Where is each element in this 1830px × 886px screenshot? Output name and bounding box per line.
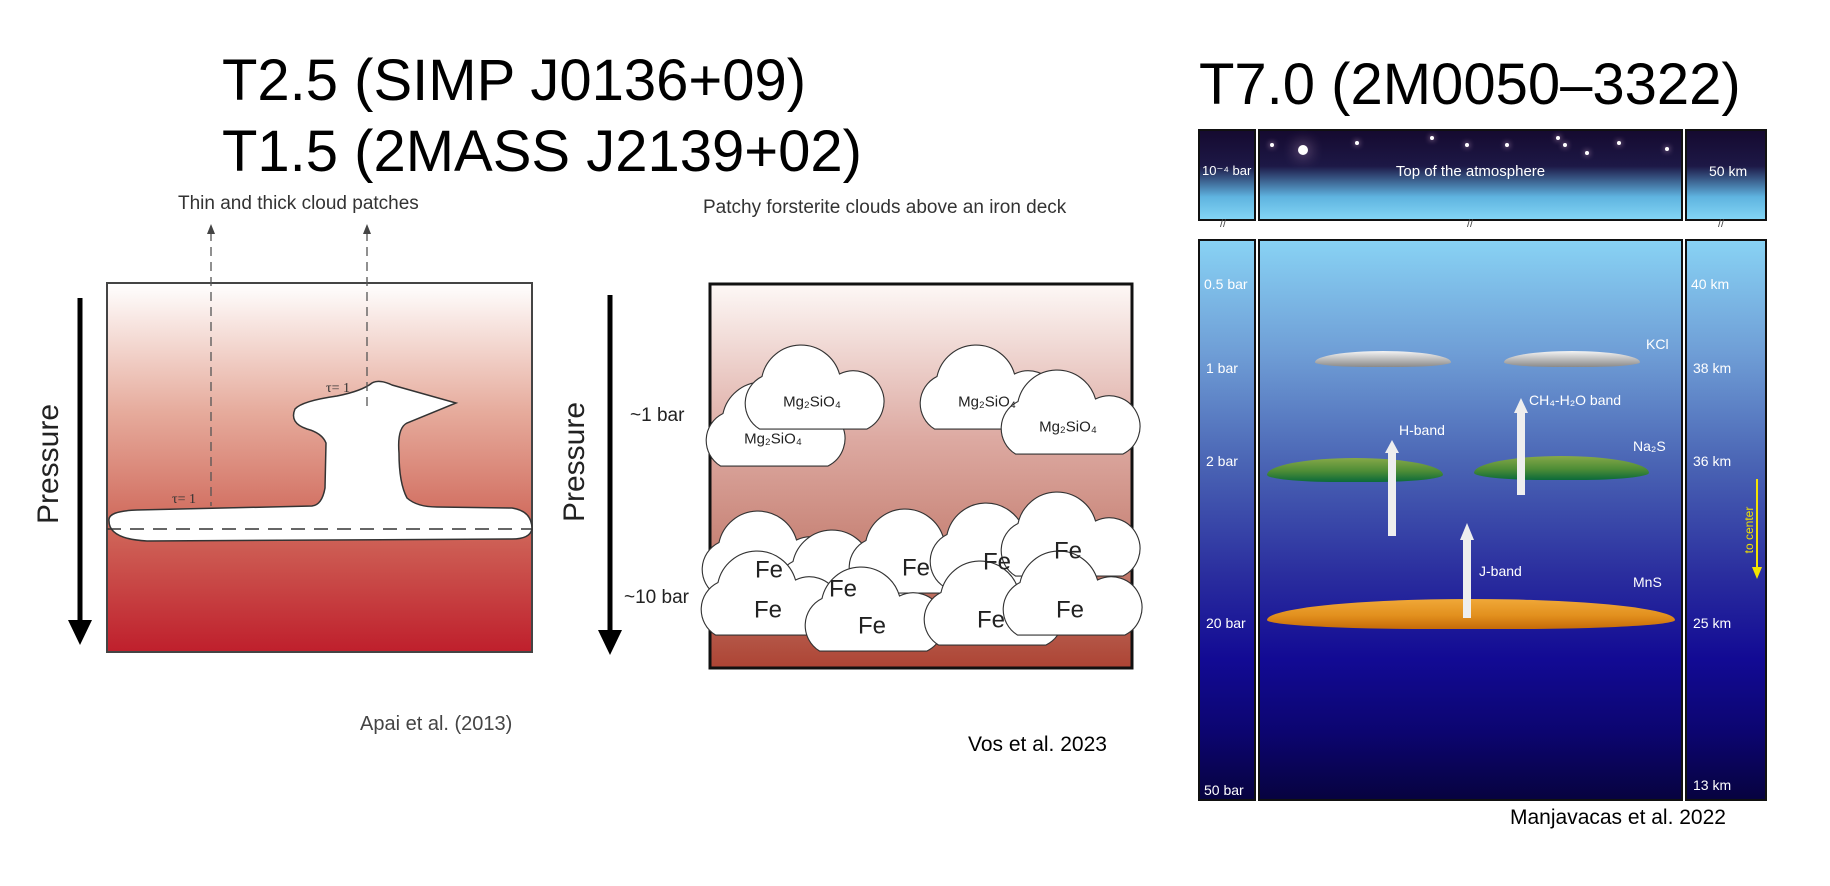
tick-10bar: ~10 bar	[624, 587, 689, 608]
pressure-arrow	[68, 298, 92, 645]
star-icon	[1465, 143, 1469, 147]
altitude-tick: 40 km	[1691, 276, 1730, 292]
star-icon	[1556, 136, 1560, 140]
apai-atmosphere-box	[106, 282, 533, 653]
top-pressure-label: 10⁻⁴ bar	[1202, 163, 1252, 178]
iron-cloud	[1002, 550, 1143, 636]
star-icon	[1585, 151, 1589, 155]
top-atmosphere-panel: Top of the atmosphere	[1258, 129, 1683, 221]
forsterite-cloud	[1000, 369, 1141, 455]
iron-label: Fe	[858, 613, 886, 640]
na2s-label: Na₂S	[1633, 438, 1666, 454]
j-band-label: J-band	[1479, 563, 1522, 579]
h-band-label: H-band	[1399, 422, 1445, 438]
kcl-cloud	[1315, 351, 1451, 367]
iron-label: Fe	[983, 549, 1011, 576]
cloud-patch-shape	[107, 380, 533, 542]
axis-break-middle: //	[1467, 218, 1474, 230]
title-2m0050: T7.0 (2M0050–3322)	[1199, 52, 1741, 117]
axis-break-right: //	[1718, 218, 1725, 230]
star-icon	[1563, 143, 1567, 147]
title-simp: T2.5 (SIMP J0136+09)	[222, 48, 807, 113]
cloud-layers-panel: KCl Na₂S MnS H-band CH₄-H₂O band J-band	[1258, 239, 1683, 801]
apai-diagram: τ= 1 τ= 1	[68, 224, 533, 653]
altitude-tick: 38 km	[1693, 360, 1732, 376]
top-altitude-label: 50 km	[1709, 163, 1748, 179]
star-icon	[1355, 141, 1359, 145]
title-2mass: T1.5 (2MASS J2139+02)	[222, 119, 862, 184]
to-center-arrow	[1752, 479, 1762, 579]
altitude-tick: 25 km	[1693, 615, 1732, 631]
altitude-tick: 36 km	[1693, 453, 1732, 469]
vos-reference: Vos et al. 2023	[968, 733, 1107, 756]
iron-label: Fe	[1056, 597, 1084, 624]
iron-label: Fe	[829, 576, 857, 603]
star-icon	[1665, 147, 1669, 151]
iron-label: Fe	[1054, 538, 1082, 565]
h-band-arrow	[1385, 440, 1399, 536]
tau-label-thick: τ= 1	[326, 381, 350, 396]
forsterite-cloud	[744, 344, 885, 430]
apai-caption: Thin and thick cloud patches	[178, 193, 419, 214]
forsterite-label: Mg₂SiO₄	[783, 394, 841, 411]
apai-reference: Apai et al. (2013)	[360, 713, 513, 735]
j-band-arrow	[1460, 523, 1474, 618]
pressure-tick: 0.5 bar	[1204, 276, 1248, 292]
forsterite-label: Mg₂SiO₄	[1039, 419, 1097, 436]
altitude-tick: 13 km	[1693, 777, 1732, 793]
tick-1bar: ~1 bar	[630, 405, 685, 426]
forsterite-label: Mg₂SiO₄	[958, 394, 1016, 411]
altitude-column: 40 km 38 km 36 km 25 km 13 km to center	[1685, 239, 1767, 801]
top-of-atmosphere-label: Top of the atmosphere	[1395, 163, 1546, 180]
iron-label: Fe	[977, 607, 1005, 634]
band-arrows	[1385, 398, 1528, 618]
pressure-column: 0.5 bar 1 bar 2 bar 20 bar 50 bar	[1198, 239, 1256, 801]
mns-label: MnS	[1633, 574, 1662, 590]
tau-label-thin: τ= 1	[172, 492, 196, 507]
pressure-arrow	[598, 295, 622, 655]
dashed-sightline-thick	[363, 224, 371, 408]
star-icon	[1270, 143, 1274, 147]
kcl-cloud	[1504, 351, 1640, 367]
cloud-shapes-layer	[700, 344, 1143, 652]
forsterite-label: Mg₂SiO₄	[744, 431, 802, 448]
na2s-cloud	[1267, 458, 1443, 482]
kcl-label: KCl	[1646, 336, 1669, 352]
iron-label: Fe	[755, 557, 783, 584]
pressure-tick: 20 bar	[1206, 615, 1246, 631]
star-icon	[1617, 141, 1621, 145]
ch4-band-arrow	[1514, 398, 1528, 495]
pressure-tick: 2 bar	[1206, 453, 1238, 469]
axis-break-left: //	[1220, 218, 1227, 230]
iron-label: Fe	[902, 555, 930, 582]
star-icon	[1505, 143, 1509, 147]
vos-pressure-label: Pressure	[558, 401, 591, 522]
dashed-sightline-thin	[207, 224, 215, 506]
vos-caption: Patchy forsterite clouds above an iron d…	[703, 197, 1067, 218]
iron-cloud	[1000, 491, 1141, 577]
top-altitude-column: 50 km	[1685, 129, 1767, 221]
iron-label: Fe	[754, 597, 782, 624]
pressure-tick: 50 bar	[1204, 782, 1244, 798]
pressure-tick: 1 bar	[1206, 360, 1238, 376]
star-icon	[1298, 145, 1308, 155]
ch4-h2o-band-label: CH₄-H₂O band	[1529, 392, 1622, 408]
top-pressure-column: 10⁻⁴ bar	[1198, 129, 1256, 221]
na2s-cloud	[1474, 456, 1649, 480]
star-icon	[1430, 136, 1434, 140]
manjavacas-reference: Manjavacas et al. 2022	[1510, 806, 1726, 829]
